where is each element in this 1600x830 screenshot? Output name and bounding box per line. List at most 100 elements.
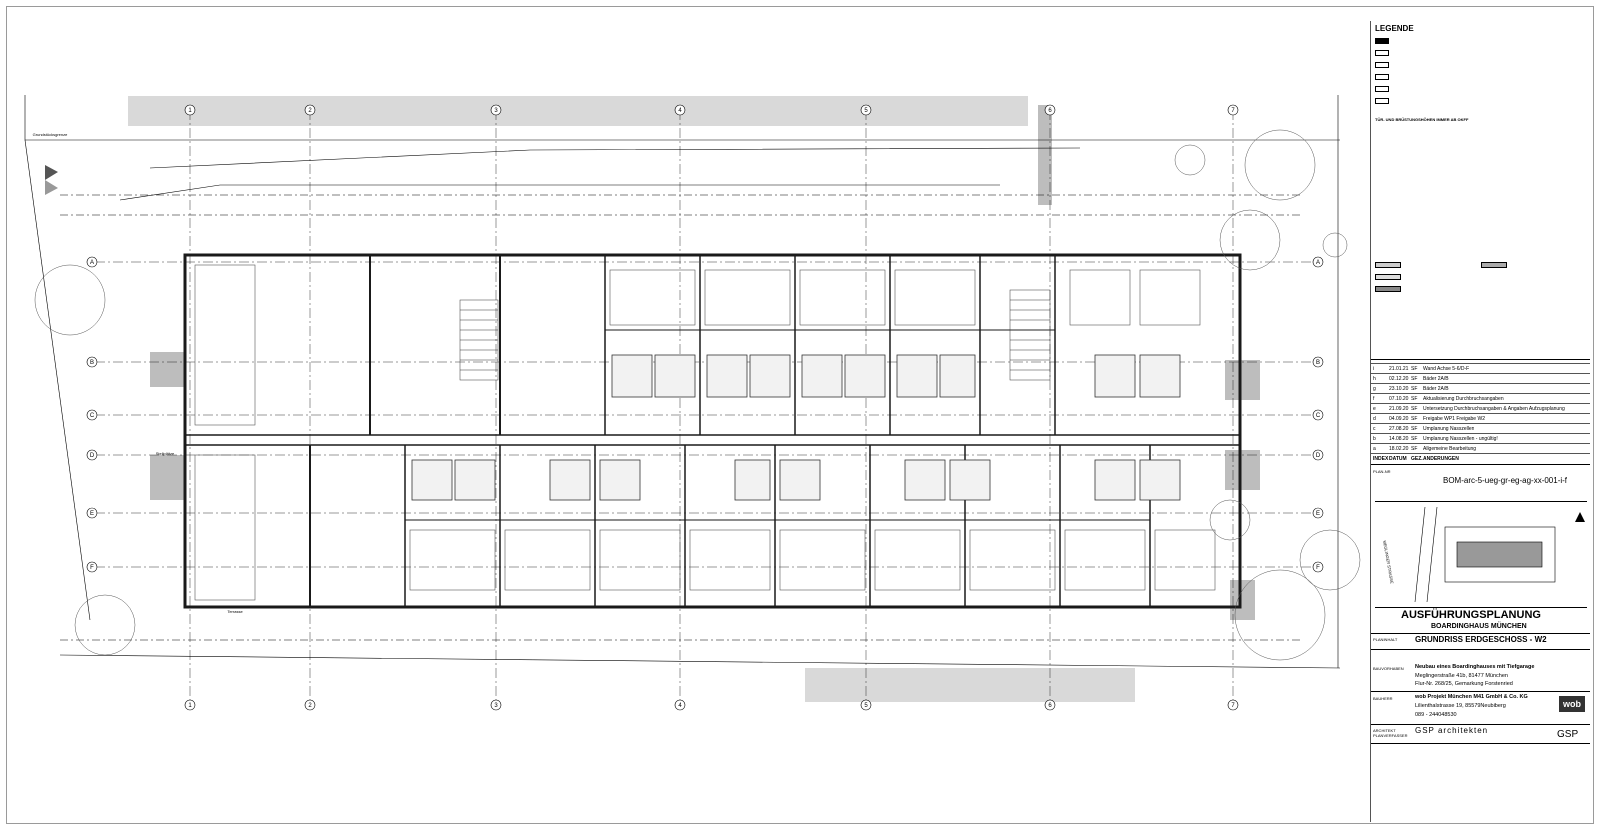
svg-text:B: B	[90, 360, 94, 366]
revision-date: 07.10.20	[1389, 396, 1409, 402]
revision-index: f	[1373, 396, 1375, 402]
svg-text:4: 4	[678, 108, 682, 114]
heights-title: TÜR- UND BRÜSTUNGSHÖHEN IMMER AB OKFF	[1375, 117, 1469, 122]
legend-symbol-icon	[1375, 98, 1389, 104]
revision-index: h	[1373, 376, 1376, 382]
legend-swatch-icon	[1375, 286, 1401, 292]
revision-date: 27.08.20	[1389, 426, 1409, 432]
stage-title: AUSFÜHRUNGSPLANUNG	[1401, 609, 1541, 621]
plan-number-label: PLAN-NR	[1373, 469, 1391, 474]
north-arrow-icon	[1575, 512, 1585, 522]
svg-text:1: 1	[188, 703, 192, 709]
revision-by: SF	[1411, 436, 1418, 442]
hatched-area	[150, 455, 185, 500]
client-line3: 089 - 244048530	[1415, 712, 1457, 718]
revision-index: d	[1373, 416, 1376, 422]
revision-date: 21.01.21	[1389, 366, 1409, 372]
revision-by: SF	[1411, 416, 1418, 422]
revision-by: SF	[1411, 406, 1418, 412]
legend-symbol-icon	[1375, 86, 1389, 92]
trees	[34, 129, 1361, 661]
legend-entry	[1375, 61, 1389, 69]
svg-text:2: 2	[308, 108, 312, 114]
title-block: LEGENDE TÜR- UND BRÜSTUNGSHÖHEN IMMER AB…	[1370, 21, 1590, 822]
separator	[1371, 743, 1590, 744]
drawing-sheet	[6, 6, 1594, 824]
svg-text:6: 6	[1048, 703, 1052, 709]
revision-text: Bäder 2A/B	[1423, 386, 1449, 392]
client-line1: wob Projekt München M41 GmbH & Co. KG	[1415, 694, 1528, 700]
hatched-area	[1225, 360, 1260, 400]
project-line2: Meglingerstraße 41b, 81477 München	[1415, 673, 1508, 679]
client-label: BAUHERR	[1373, 696, 1393, 701]
revision-text: Wand Achse 5-6/D-F	[1423, 366, 1470, 372]
revision-by: SF	[1411, 446, 1418, 452]
legend-entry	[1375, 285, 1401, 293]
svg-text:E: E	[1316, 511, 1320, 517]
legend-title: LEGENDE	[1375, 24, 1414, 33]
revision-text: Umplanung Nasszellen - ungültig!	[1423, 436, 1498, 442]
revision-date: 14.08.20	[1389, 436, 1409, 442]
svg-text:C: C	[90, 413, 95, 419]
revision-date: 04.09.20	[1389, 416, 1409, 422]
revision-index: g	[1373, 386, 1376, 392]
revision-date: 18.02.20	[1389, 446, 1409, 452]
revision-index: a	[1373, 446, 1376, 452]
architect-label: ARCHITEKT	[1373, 728, 1396, 733]
neighbour-building-strip	[128, 96, 1028, 126]
revision-index: i	[1373, 366, 1375, 372]
client-logo: wob	[1559, 696, 1585, 712]
axis-bubbles	[86, 104, 1324, 711]
project-line3: Flur-Nr. 268/25, Gemarkung Forstenried	[1415, 681, 1513, 687]
svg-text:7: 7	[1231, 108, 1235, 114]
svg-text:D: D	[90, 453, 95, 459]
plan-title: GRUNDRISS ERDGESCHOSS - W2	[1415, 635, 1547, 644]
architect-name: GSP architekten	[1415, 726, 1489, 735]
legend-symbol-icon	[1375, 62, 1389, 68]
separator	[1371, 691, 1590, 692]
svg-text:1: 1	[188, 108, 192, 114]
site-map: MEGLINGER STRASSE	[1375, 501, 1587, 608]
revision-index: e	[1373, 406, 1376, 412]
separator	[1371, 359, 1590, 360]
svg-text:2: 2	[308, 703, 312, 709]
stairs	[459, 289, 1051, 381]
plan-content-label: PLANINHALT	[1373, 637, 1398, 642]
legend-swatch-icon	[1375, 262, 1401, 268]
revision-text: Untersetzung Durchbruchsangaben & Angabe…	[1423, 406, 1565, 412]
hatched-area	[1225, 450, 1260, 490]
legend-entry	[1375, 37, 1389, 45]
revision-by: SF	[1411, 376, 1418, 382]
revision-text: Aktualisierung Durchbruchsangaben	[1423, 396, 1504, 402]
hatched-area	[1038, 105, 1052, 205]
north-arrow-icon	[45, 180, 58, 195]
legend-entry	[1375, 73, 1389, 81]
site-map-drawing	[1414, 506, 1585, 603]
project-label: BAUVORHABEN	[1373, 666, 1404, 671]
client-line2: Lilienthalstrasse 19, 85579Neubiberg	[1415, 703, 1506, 709]
legend-entry	[1375, 85, 1389, 93]
architect-label-2: PLANVERFASSER	[1373, 733, 1408, 738]
revision-text: Allgemeine Bearbeitung	[1423, 446, 1477, 452]
svg-text:F: F	[1316, 565, 1320, 571]
legend-entry	[1375, 49, 1389, 57]
svg-text:D: D	[1316, 453, 1321, 459]
revision-by: SF	[1411, 426, 1418, 432]
revision-date: 21.09.20	[1389, 406, 1409, 412]
svg-text:3: 3	[494, 703, 498, 709]
svg-text:Grundstücksgrenze: Grundstücksgrenze	[33, 132, 68, 137]
revision-date: 23.10.20	[1389, 386, 1409, 392]
furniture	[194, 264, 1216, 601]
legend-entry	[1481, 261, 1507, 269]
legend-entry	[1375, 261, 1401, 269]
separator	[1371, 649, 1590, 650]
svg-text:B: B	[1316, 360, 1320, 366]
